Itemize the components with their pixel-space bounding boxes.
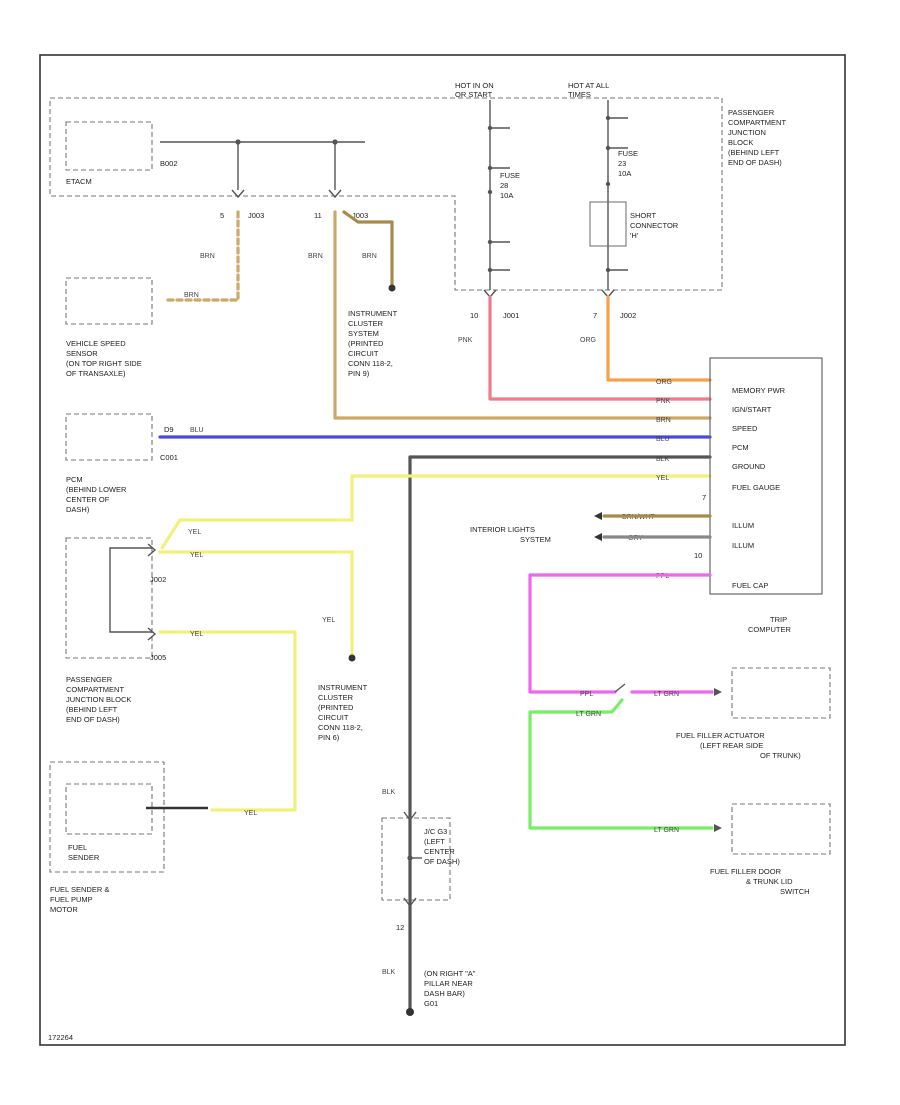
yel-label-2: YEL	[190, 552, 203, 559]
tc-wire-3: BLU	[656, 436, 670, 443]
pcm: D9 BLU C001 PCM (BEHIND LOWER CENTER OF …	[65, 413, 712, 514]
yellow-ic-wire	[158, 550, 354, 657]
ffd-label: FUEL FILLER DOOR & TRUNK LID SWITCH	[710, 867, 810, 896]
fuel-sender: FUEL SENDER FUEL SENDER & FUEL PUMP MOTO…	[49, 761, 208, 914]
ltgrn-label-2: LT GRN	[576, 711, 601, 718]
fuse-28-circuit: HOT IN ON OR START FUSE 28 10A 10 J001 P…	[455, 81, 522, 344]
tc-pin-cap: 10	[694, 551, 702, 560]
j003b-label: J003	[352, 211, 368, 220]
tc-label-1: IGN/START	[732, 405, 772, 414]
pcm-label: PCM (BEHIND LOWER CENTER OF DASH)	[66, 475, 129, 514]
pcjb-mid-label: PASSENGER COMPARTMENT JUNCTION BLOCK (BE…	[66, 675, 134, 724]
pin-12-label: 12	[396, 923, 404, 932]
pcm-wire-label: BLU	[190, 427, 204, 434]
pcm-conn-label: C001	[160, 453, 178, 462]
pin-11-label: 11	[314, 211, 322, 220]
etacm-label: ETACM	[66, 177, 92, 186]
tc-wire-2: BRN	[656, 417, 671, 424]
brn-wire-vss-vert-label: BRN	[200, 253, 215, 260]
orange-memory-wire	[606, 295, 712, 382]
pin-10-label: 10	[470, 311, 478, 320]
corner-id: 172264	[48, 1033, 73, 1042]
fuse-23-circuit: HOT AT ALL TIMES FUSE 23 10A SHORT CONNE…	[568, 81, 680, 344]
purple-fuel-cap-wire	[528, 573, 712, 694]
black-ground-wire	[408, 455, 712, 1012]
etacm: ETACM B002 5 J003 11 J003	[65, 121, 368, 220]
tc-wire-4: BLK	[656, 456, 670, 463]
jc-label: J/C G3 (LEFT CENTER OF DASH)	[424, 827, 460, 866]
tc-wire-1: PNK	[656, 398, 671, 405]
brn-wire-ic-label: BRN	[362, 253, 377, 260]
ground-label: (ON RIGHT "A" PILLAR NEAR DASH BAR) G01	[424, 969, 478, 1008]
ground-point: (ON RIGHT "A" PILLAR NEAR DASH BAR) G01	[406, 969, 478, 1016]
fuel-filler-actuator: FUEL FILLER ACTUATOR (LEFT REAR SIDE OF …	[676, 667, 831, 760]
ic-mid-label: INSTRUMENT CLUSTER (PRINTED CIRCUIT CONN…	[318, 683, 369, 742]
pcjb-top-label: PASSENGER COMPARTMENT JUNCTION BLOCK (BE…	[728, 108, 788, 167]
brn-wire-speed-label: BRN	[308, 253, 323, 260]
blk-label-1: BLK	[382, 789, 396, 796]
hot-all-label: HOT AT ALL TIMES	[568, 81, 611, 99]
pcm-pin-label: D9	[164, 425, 174, 434]
ic-top-label: INSTRUMENT CLUSTER SYSTEM (PRINTED CIRCU…	[348, 309, 399, 378]
tc-wire-5: YEL	[656, 475, 669, 482]
joint-connector-g3: BLK J/C G3 (LEFT CENTER OF DASH) 12 BLK	[381, 789, 460, 976]
trip-computer-label: TRIP COMPUTER	[748, 615, 792, 634]
tc-label-5: FUEL GAUGE	[732, 483, 780, 492]
fuel-sender-inner-label: FUEL SENDER	[68, 843, 100, 862]
short-connector	[589, 201, 627, 247]
fuse-28-label: FUSE 28 10A	[500, 171, 522, 200]
pcjb-top: PASSENGER COMPARTMENT JUNCTION BLOCK (BE…	[49, 97, 788, 291]
tc-label-0: MEMORY PWR	[732, 386, 786, 395]
pin-5-label: 5	[220, 211, 224, 220]
pin-7-label: 7	[593, 311, 597, 320]
tc-pin-fg: 7	[702, 493, 706, 502]
j005-label: J005	[150, 653, 166, 662]
bus-label: B002	[160, 159, 178, 168]
diagram-frame	[39, 54, 846, 1046]
tc-label-3: PCM	[732, 443, 749, 452]
j003-label: J003	[248, 211, 264, 220]
interior-lights: INTERIOR LIGHTS SYSTEM	[470, 512, 712, 544]
ic-speed-branch: BRN INSTRUMENT CLUSTER SYSTEM (PRINTED C…	[342, 210, 399, 378]
fuel-filler-door-switch: FUEL FILLER DOOR & TRUNK LID SWITCH	[710, 803, 831, 896]
org-wire-label: ORG	[580, 337, 596, 344]
green-switch-wire	[528, 698, 714, 830]
fuse-23-label: FUSE 23 10A	[618, 149, 640, 178]
ffa-label: FUEL FILLER ACTUATOR (LEFT REAR SIDE OF …	[676, 731, 801, 760]
vehicle-speed-sensor: BRN BRN VEHICLE SPEED SENSOR (ON TOP RIG…	[65, 210, 240, 378]
brn-wire-vss-label: BRN	[184, 292, 199, 299]
brown-wire-vss	[163, 210, 240, 302]
ltgrn-label-3: LT GRN	[654, 827, 679, 834]
yel-label-4: YEL	[190, 631, 203, 638]
ppl-wire-label: PPL	[580, 691, 593, 698]
yel-label-1: YEL	[188, 529, 201, 536]
interior-lights-label: INTERIOR LIGHTS SYSTEM	[470, 525, 551, 544]
j002-label: J002	[150, 575, 166, 584]
tc-label-6: ILLUM	[732, 521, 754, 530]
short-connector-label: SHORT CONNECTOR 'H'	[630, 211, 680, 240]
tc-label-4: GROUND	[732, 462, 766, 471]
tc-label-8: FUEL CAP	[732, 581, 768, 590]
pcjb-mid: J002 J005 PASSENGER COMPARTMENT JUNCTION…	[65, 537, 166, 724]
pink-ign-wire	[488, 295, 712, 401]
yellow-sender-wire	[158, 630, 297, 812]
pnk-wire-label: PNK	[458, 337, 473, 344]
brown-wire-ic	[342, 210, 394, 287]
tc-label-2: SPEED	[732, 424, 758, 433]
j001-label: J001	[503, 311, 519, 320]
ltgrn-label-1: LT GRN	[654, 691, 679, 698]
yellow-fuel-gauge-wire	[160, 474, 712, 550]
tc-label-7: ILLUM	[732, 541, 754, 550]
fuel-sender-label: FUEL SENDER & FUEL PUMP MOTOR	[50, 885, 111, 914]
vss-label: VEHICLE SPEED SENSOR (ON TOP RIGHT SIDE …	[66, 339, 144, 378]
yel-label-3: YEL	[322, 617, 335, 624]
j002-top-label: J002	[620, 311, 636, 320]
yel-label-5: YEL	[244, 810, 257, 817]
tc-wire-0: ORG	[656, 379, 672, 386]
tan-speed-wire	[333, 210, 712, 420]
hot-run-label: HOT IN ON OR START	[455, 81, 496, 99]
blk-label-2: BLK	[382, 969, 396, 976]
